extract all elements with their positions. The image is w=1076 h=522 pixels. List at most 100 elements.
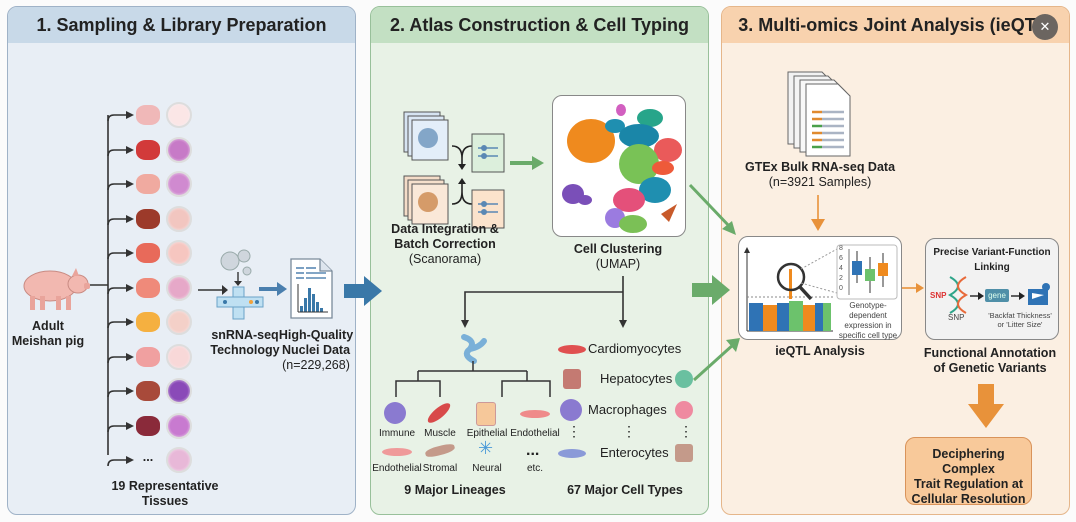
- boxplot-ytick: 8: [839, 245, 843, 252]
- lineage-tree: [395, 334, 551, 397]
- panel-atlas: 2. Atlas Construction & Cell Typing: [370, 6, 709, 515]
- tissue-branch-arrow: [107, 111, 134, 122]
- close-icon[interactable]: ✕: [1032, 14, 1058, 40]
- lineage-label: Immune: [378, 428, 416, 439]
- gtex-count: (n=3921 Samples): [768, 175, 872, 189]
- histology-icon-heart: [166, 136, 192, 163]
- panel-title: 2. Atlas Construction & Cell Typing: [371, 7, 708, 43]
- boxplot-caption-line: dependent: [849, 311, 887, 320]
- tissues-caption-line1: 19 Representative: [111, 479, 219, 493]
- tissue-branch-arrow: [107, 283, 134, 294]
- clustering-label: Cell Clustering (UMAP): [558, 242, 678, 272]
- organ-icon-kidney: [136, 381, 160, 401]
- nuclei-data-label: High-Quality Nuclei Data (n=229,268): [276, 328, 356, 373]
- snrna-label-line1: snRNA-seq: [211, 328, 279, 342]
- pig-trait-icon: [1028, 283, 1050, 305]
- boxplot-ytick: 0: [839, 285, 843, 292]
- cell-type-label: Cardiomyocytes: [588, 341, 682, 356]
- tissue-branch-arrow: [107, 180, 134, 191]
- organ-icon-spleen: [136, 415, 160, 436]
- cell-types-caption: 67 Major Cell Types: [567, 483, 683, 497]
- umap-plot: [552, 95, 686, 237]
- pig-label-line2: Meishan pig: [11, 334, 85, 348]
- nuclei-label-line2: Nuclei Data: [281, 343, 351, 357]
- umap-clusters: [562, 104, 682, 233]
- histology-icon-...: [166, 447, 192, 473]
- boxplot-ytick: 2: [839, 275, 843, 282]
- arrow-gtex-to-ieqtl: [811, 195, 825, 231]
- clustering-label-line: Cell Clustering: [573, 242, 663, 256]
- tissue-branch-arrow: [107, 387, 134, 398]
- histology-icon-brain: [166, 102, 192, 128]
- microfluidic-chip-icon: [216, 249, 264, 320]
- tissue-branch-arrow: [107, 145, 134, 156]
- result-line2: Trait Regulation at: [913, 477, 1024, 491]
- arrow-to-clustering: [510, 156, 544, 170]
- manhattan-plot: [744, 244, 898, 332]
- arrow-gene-to-trait: [1011, 292, 1025, 300]
- histology-icon-muscle: [166, 240, 192, 266]
- lineage-label: etc.: [526, 463, 544, 474]
- boxplot-caption: Genotype- dependent expression in specif…: [837, 301, 899, 341]
- tissues-caption-line2: Tissues: [141, 494, 189, 508]
- annotation-label: Functional Annotation of Genetic Variant…: [915, 346, 1065, 376]
- result-box: Deciphering Complex Trait Regulation at …: [905, 437, 1032, 507]
- dna-helix-icon: [947, 276, 969, 314]
- pig-label-line1: Adult: [32, 319, 64, 333]
- tissue-branch-arrow: [107, 456, 134, 467]
- organ-icon-brain: [136, 105, 160, 125]
- variant-title: Precise Variant-Function Linking: [926, 245, 1058, 275]
- arrow-ieqtl-to-variant: [902, 283, 924, 293]
- cell-icon: [476, 402, 496, 426]
- histology-icon-stomach: [166, 171, 192, 197]
- result-line1: Deciphering Complex: [932, 447, 1005, 476]
- snp-tag: SNP: [930, 291, 947, 300]
- cell-type-icon: [563, 369, 581, 389]
- cell-icon: ✳: [478, 438, 494, 458]
- snrna-label-line2: Technology: [210, 343, 280, 357]
- nuclei-data-document-icon: [290, 258, 333, 319]
- organ-icon-muscle: [136, 243, 160, 263]
- cell-icon: [382, 448, 412, 456]
- snrna-label: snRNA-seq Technology: [205, 328, 285, 358]
- cell-type-label: Macrophages: [588, 402, 667, 417]
- variant-title-line2: Linking: [974, 262, 1010, 273]
- result-text: Deciphering Complex Trait Regulation at …: [906, 447, 1031, 507]
- integration-tool: (Scanorama): [408, 252, 482, 266]
- integration-line1: Data Integration &: [391, 222, 499, 236]
- histology-icon-lung: [166, 343, 192, 370]
- arrow-celltypes-to-ieqtl: [692, 338, 740, 382]
- organ-icon-intestine: [136, 277, 160, 298]
- boxplot-ytick: 6: [839, 255, 843, 262]
- result-line3: Cellular Resolution: [911, 492, 1026, 506]
- lineage-label: Stromal: [422, 463, 458, 474]
- gtex-label: GTEx Bulk RNA-seq Data (n=3921 Samples): [740, 160, 900, 190]
- gtex-label-line: GTEx Bulk RNA-seq Data: [744, 160, 896, 174]
- annotation-line1: Functional Annotation: [923, 346, 1057, 360]
- arrow-to-nuclei-data: [259, 282, 287, 296]
- lineage-label: Endothelial: [372, 463, 422, 474]
- ieqtl-label: ieQTL Analysis: [775, 344, 865, 358]
- boxplot-caption-line: expression in: [844, 321, 892, 330]
- nuclei-label-line1: High-Quality: [278, 328, 354, 342]
- lineage-label: Neural: [472, 463, 502, 474]
- cell-type-icon: [675, 401, 693, 419]
- trait-label: 'Backfat Thickness' or 'Litter Size': [984, 311, 1056, 329]
- gene-badge: gene: [985, 289, 1009, 302]
- more-cell-types-vdots: ⋮: [679, 423, 693, 439]
- arrow-to-snrna: [198, 285, 228, 295]
- lineage-label: Epithelial: [466, 428, 508, 439]
- cell-type-label: Enterocytes: [600, 445, 669, 460]
- arrow-umap-to-ieqtl: [688, 183, 736, 235]
- more-tissues-ellipsis: ...: [142, 450, 154, 464]
- pig-icon: [23, 268, 90, 310]
- more-cell-types-vdots: ⋮: [622, 423, 636, 439]
- cell-type-icon: [675, 370, 693, 388]
- cell-type-icon: [558, 345, 586, 354]
- cell-icon: [384, 402, 406, 424]
- arrow-snp-to-gene: [970, 292, 984, 300]
- cell-icon: [520, 410, 550, 418]
- boxplot-caption-line: specific cell type: [838, 331, 898, 340]
- boxplot-caption-line: Genotype-: [849, 301, 887, 310]
